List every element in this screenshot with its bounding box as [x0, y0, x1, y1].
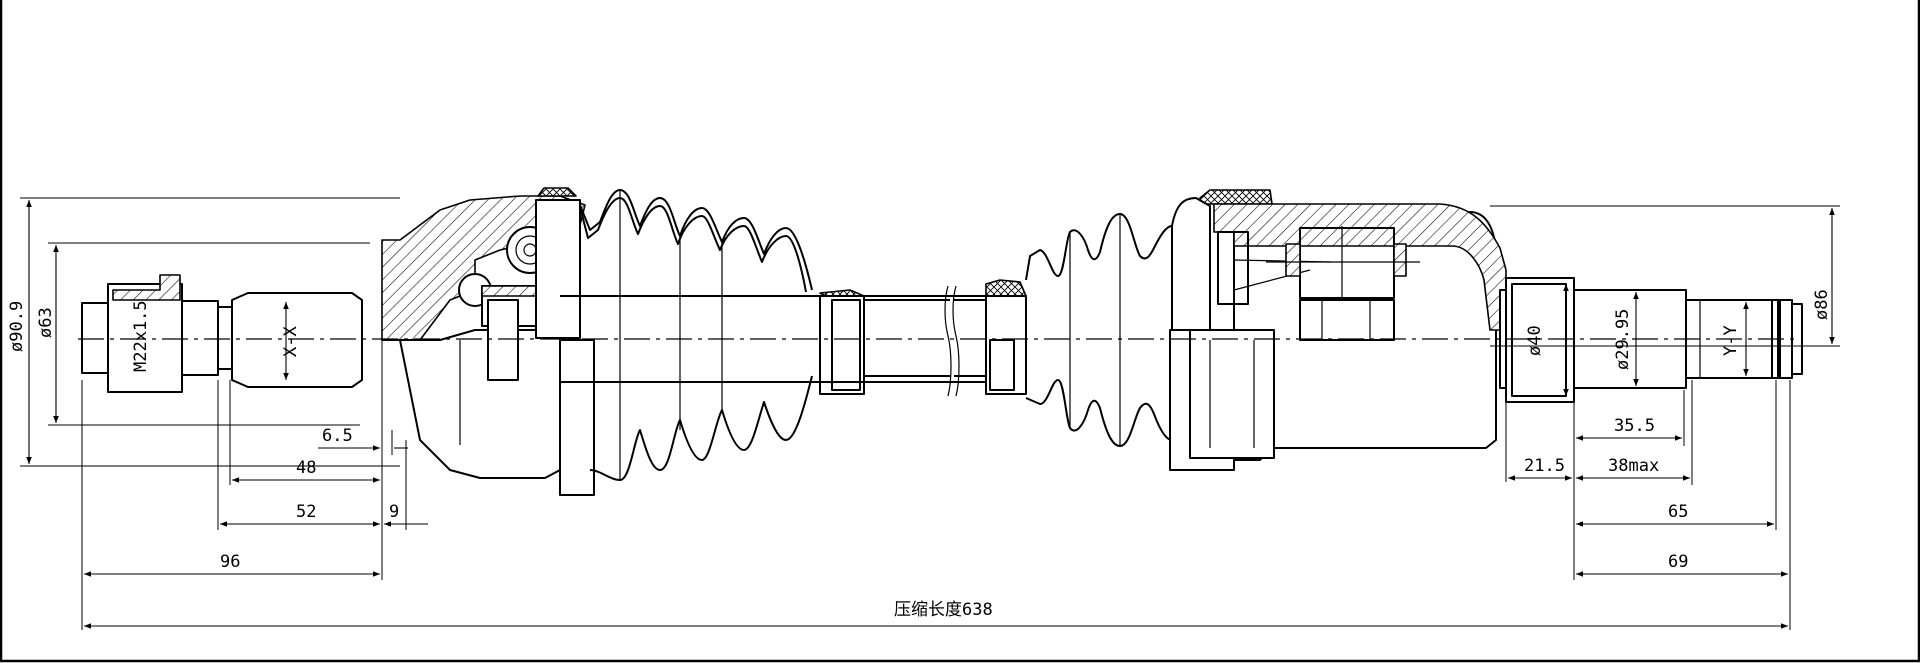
right-length-dimensions: 35.5 21.5 38max 65 69: [1505, 380, 1791, 630]
total-length-label: 压缩长度638: [894, 600, 993, 620]
drive-shaft-bar: [560, 285, 990, 397]
left-diameter-dimensions: ø90.9 ø63 M22x1.5 X-X: [7, 197, 400, 467]
overall-length-dimension: 压缩长度638: [84, 600, 1788, 629]
left-rubber-boot: [537, 187, 865, 481]
dim-left-96: 96: [220, 552, 240, 572]
thread-spec: M22x1.5: [131, 300, 151, 372]
section-label-left: X-X: [281, 326, 301, 357]
dim-stub-diameter-right: ø29.95: [1613, 309, 1633, 370]
dim-right-65: 65: [1668, 502, 1688, 522]
right-diameter-dimensions: ø86 ø40 ø29.95 Y-Y: [1490, 205, 1840, 396]
dim-left-48: 48: [296, 458, 316, 478]
inner-tripod-joint-housing: [1169, 197, 1507, 471]
dim-right-38max: 38max: [1608, 456, 1659, 476]
dim-seat-diameter-left: ø63: [36, 307, 56, 338]
section-label-right: Y-Y: [1721, 325, 1741, 356]
dim-right-21-5: 21.5: [1524, 456, 1565, 476]
outer-cv-joint-housing: [381, 195, 595, 496]
dim-left-9: 9: [389, 502, 399, 522]
dim-outer-diameter-left: ø90.9: [7, 301, 27, 352]
dim-outer-diameter-right: ø86: [1812, 289, 1832, 320]
dim-left-52: 52: [296, 502, 316, 522]
dim-right-69: 69: [1668, 552, 1688, 572]
dim-seat-diameter-right: ø40: [1525, 325, 1545, 356]
right-stub-shaft: [1499, 277, 1803, 403]
right-rubber-boot: [985, 189, 1273, 447]
left-length-dimensions: 6.5 48 52 9 96: [81, 340, 428, 630]
dim-left-6-5: 6.5: [322, 426, 353, 446]
left-threaded-stub: [81, 274, 363, 393]
dim-right-35-5: 35.5: [1614, 416, 1655, 436]
